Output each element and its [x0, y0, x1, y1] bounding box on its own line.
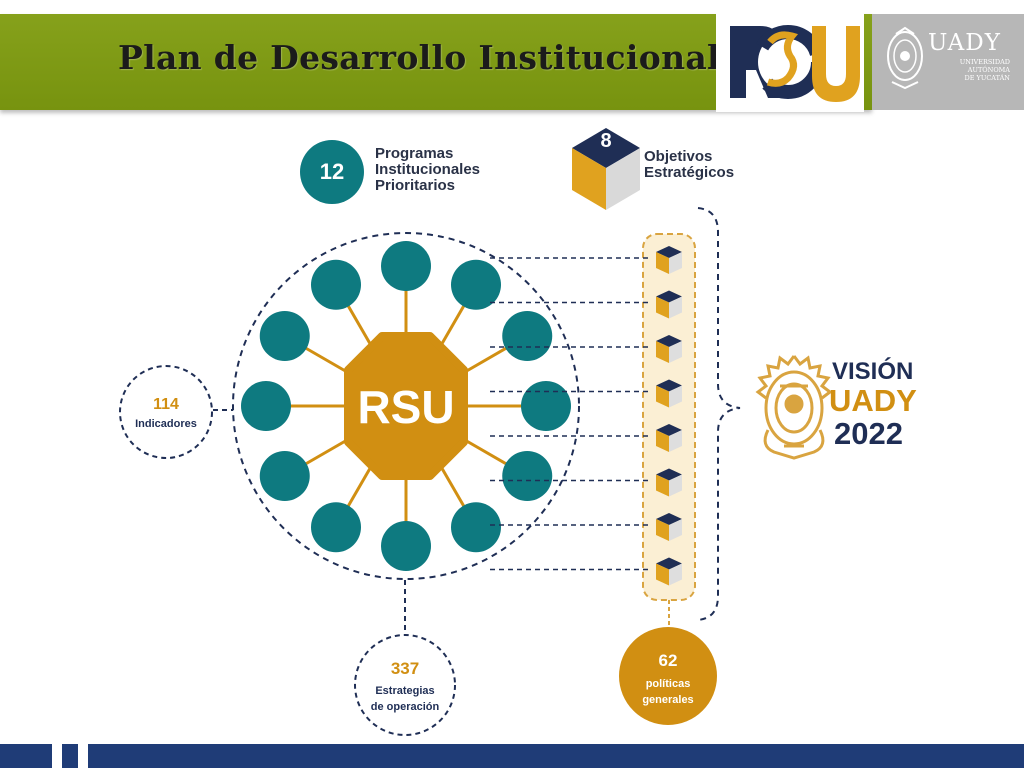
hub-outer-dashed-circle	[232, 232, 580, 580]
programas-label-line-3: Prioritarios	[375, 177, 456, 194]
vision-line-3: 2022	[834, 416, 903, 451]
objetivo-cube-icon	[656, 379, 682, 408]
objetivo-cube-icon	[656, 335, 682, 363]
hub-satellite-circle	[502, 311, 553, 361]
objetivos-cube-icon	[572, 128, 640, 210]
page-title: Plan de Desarrollo Institucional	[118, 38, 720, 77]
hub-label: RSU	[357, 381, 455, 433]
programas-count: 12	[319, 159, 345, 184]
objetivos-connectors	[490, 257, 652, 571]
uady-seal-icon	[887, 26, 923, 90]
hub-satellites	[241, 241, 571, 571]
indicadores-dashed-circle	[119, 365, 213, 459]
footer-block-2	[62, 744, 78, 768]
rsu-hub-octagon	[344, 332, 468, 480]
uady-panel	[872, 14, 1024, 110]
programas-label: Programas Institucionales Prioritarios	[375, 146, 480, 194]
hub-satellite-circle	[502, 451, 553, 501]
objetivo-cube-icon	[656, 468, 682, 497]
hub-satellite-circle	[311, 259, 361, 310]
indicadores-count: 114	[153, 396, 179, 413]
vision-line-2: UADY	[829, 383, 917, 418]
objetivos-label-line-1: Objetivos	[644, 148, 713, 165]
objetivo-cube-icon	[656, 290, 682, 319]
objetivos-column	[642, 233, 696, 601]
objetivo-cube-icon	[656, 246, 682, 274]
uady-vision-seal-icon	[755, 355, 833, 460]
hub-satellite-circle	[259, 311, 310, 361]
estrategias-count: 337	[390, 659, 420, 678]
objetivos-count: 8	[600, 130, 612, 152]
objetivos-label: Objetivos Estratégicos	[644, 149, 734, 181]
indicadores-label: Indicadores	[135, 418, 197, 430]
estrategias-label-line-1: Estrategias	[375, 685, 435, 697]
footer-block-1	[0, 744, 52, 768]
programas-label-line-2: Institucionales	[375, 161, 481, 178]
politicas-label-line-1: políticas	[645, 678, 691, 690]
objetivo-cube-icon	[656, 513, 682, 541]
hub-satellite-circle	[381, 241, 431, 291]
estrategias-dashed-circle	[354, 634, 456, 736]
footer-bar	[88, 744, 1024, 768]
uady-subtitle-3: DE YUCATÁN	[964, 74, 1010, 82]
vision-brace	[697, 207, 741, 621]
vision-line-1: VISIÓN	[832, 358, 914, 385]
politicas-count: 62	[658, 651, 678, 670]
hub-satellite-circle	[381, 521, 431, 571]
programas-label-line-1: Programas	[375, 145, 454, 162]
estrategias-label-line-2: de operación	[370, 701, 440, 713]
uady-subtitle-1: UNIVERSIDAD	[959, 58, 1010, 66]
objetivo-cube-icon	[656, 424, 682, 452]
hub-satellite-circle	[241, 381, 291, 431]
programas-count-circle	[300, 140, 364, 204]
hub-satellite-circle	[521, 381, 571, 431]
objetivos-small-cubes	[656, 246, 682, 586]
objetivo-cube-icon	[656, 557, 682, 586]
politicas-label: políticas generales	[623, 676, 713, 708]
politicas-label-line-2: generales	[642, 694, 694, 706]
hub-satellite-circle	[451, 502, 501, 553]
objetivos-label-line-2: Estratégicos	[644, 164, 735, 181]
estrategias-label: Estrategias de operación	[355, 683, 455, 715]
rsu-logo	[716, 12, 864, 112]
hub-satellite-circle	[311, 502, 361, 553]
hub-satellite-circle	[451, 259, 501, 310]
hub-satellite-circle	[259, 451, 310, 501]
uady-subtitle-2: AUTÓNOMA	[967, 66, 1010, 74]
uady-name: UADY	[928, 30, 1001, 56]
politicas-circle	[619, 627, 717, 725]
